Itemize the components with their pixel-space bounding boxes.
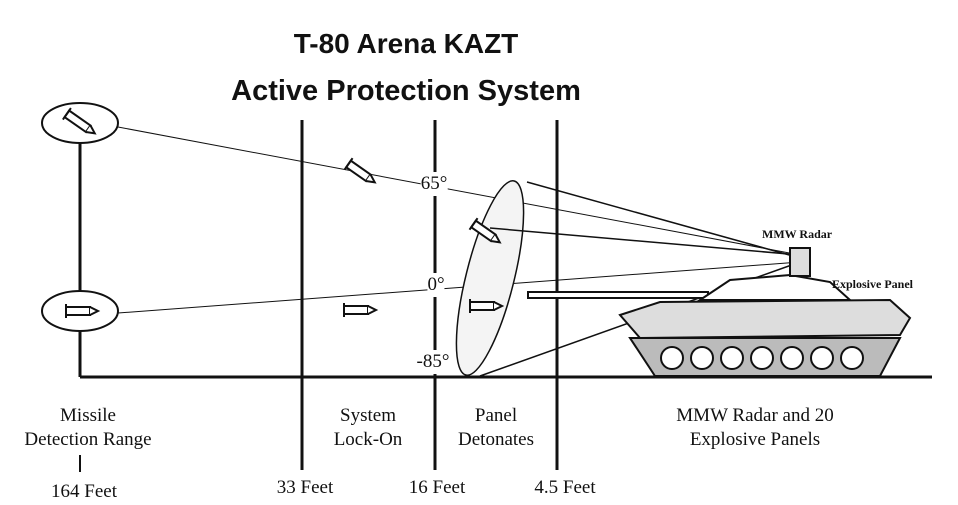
distance-label: 16 Feet: [408, 477, 466, 498]
angle-minus-85: -85°: [416, 350, 450, 374]
title-line-2: Active Protection System: [231, 75, 581, 107]
trajectory-bottom: [117, 261, 801, 314]
panel-label: Explosive Panel: [832, 277, 914, 291]
distance-label: 33 Feet: [276, 477, 334, 498]
zone-label-line1: MMW Radar and 20: [676, 405, 834, 426]
radar-beam-3: [489, 227, 801, 256]
zone-label-line2: Detonates: [458, 429, 534, 450]
tank-icon: [527, 247, 912, 377]
zone-label-line1: Missile: [60, 405, 116, 426]
zone-label-line1: Panel: [474, 405, 518, 426]
detonation-cone-ellipse: [455, 180, 525, 376]
zone-label-line1: System: [340, 405, 396, 426]
radar-beam-1: [526, 181, 801, 259]
zone-label-line2: Detection Range: [24, 429, 152, 450]
missile-icon: [62, 107, 505, 318]
angle-65: 65°: [420, 172, 448, 196]
zone-label-line2: Lock-On: [333, 429, 403, 450]
angle-0: 0°: [427, 273, 445, 297]
zone-label-line2: Explosive Panels: [689, 429, 821, 450]
distance-label: 164 Feet: [51, 481, 117, 502]
radar-label: MMW Radar: [762, 227, 833, 241]
title-line-1: T-80 Arena KAZT: [293, 28, 519, 59]
trajectory-top: [117, 126, 801, 256]
distance-label: 4.5 Feet: [534, 477, 596, 498]
